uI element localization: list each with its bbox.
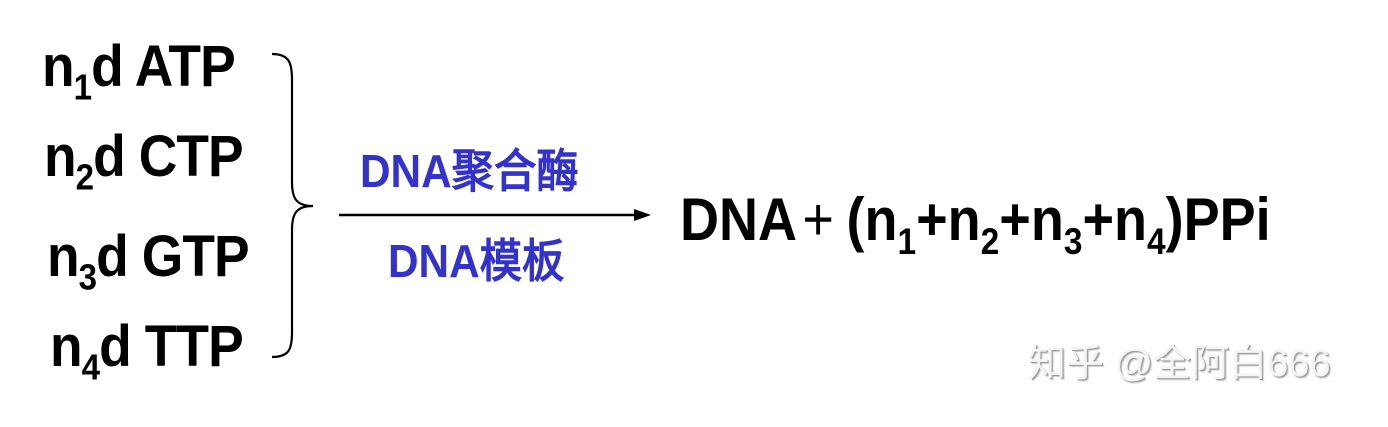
- byproduct-ppi: PPi: [1183, 186, 1271, 253]
- term-plus: +: [916, 186, 948, 253]
- plus-sign: +: [802, 186, 834, 253]
- term-plus: +: [1082, 186, 1114, 253]
- reactant-datp: n1d ATP: [42, 38, 236, 106]
- nucleotide-name: d CTP: [93, 124, 243, 189]
- right-brace-icon: [271, 52, 314, 359]
- close-paren: ): [1165, 186, 1184, 253]
- subscript: 2: [75, 156, 94, 198]
- term-n2: n2: [947, 186, 1000, 263]
- coefficient: n: [47, 224, 80, 289]
- term-plus: +: [999, 186, 1031, 253]
- open-paren: (: [846, 186, 865, 253]
- reactant-dgtp: n3d GTP: [47, 228, 250, 296]
- term-n4: n4: [1113, 186, 1166, 263]
- coefficient: n: [42, 34, 75, 99]
- nucleotide-name: d TTP: [99, 314, 244, 379]
- reactant-dctp: n2d CTP: [44, 128, 244, 196]
- coefficient: n: [50, 314, 83, 379]
- term-n3: n3: [1030, 186, 1083, 263]
- subscript: 3: [78, 256, 97, 298]
- subscript: 4: [81, 346, 100, 388]
- condition-template: DNA模板: [388, 235, 565, 287]
- product-dna: DNA: [680, 186, 797, 253]
- product-equation: DNA+(n1+n2+n3+n4)PPi: [680, 190, 1271, 260]
- subscript: 1: [73, 66, 92, 108]
- reactant-dttp: n4d TTP: [50, 318, 244, 386]
- coefficient: n: [44, 124, 77, 189]
- watermark: 知乎 @全阿白666: [1028, 343, 1331, 385]
- nucleotide-name: d GTP: [96, 224, 249, 289]
- arrow-head-icon: [634, 209, 651, 221]
- condition-enzyme: DNA聚合酶: [360, 145, 579, 197]
- term-n1: n1: [864, 186, 917, 263]
- nucleotide-name: d ATP: [91, 34, 236, 99]
